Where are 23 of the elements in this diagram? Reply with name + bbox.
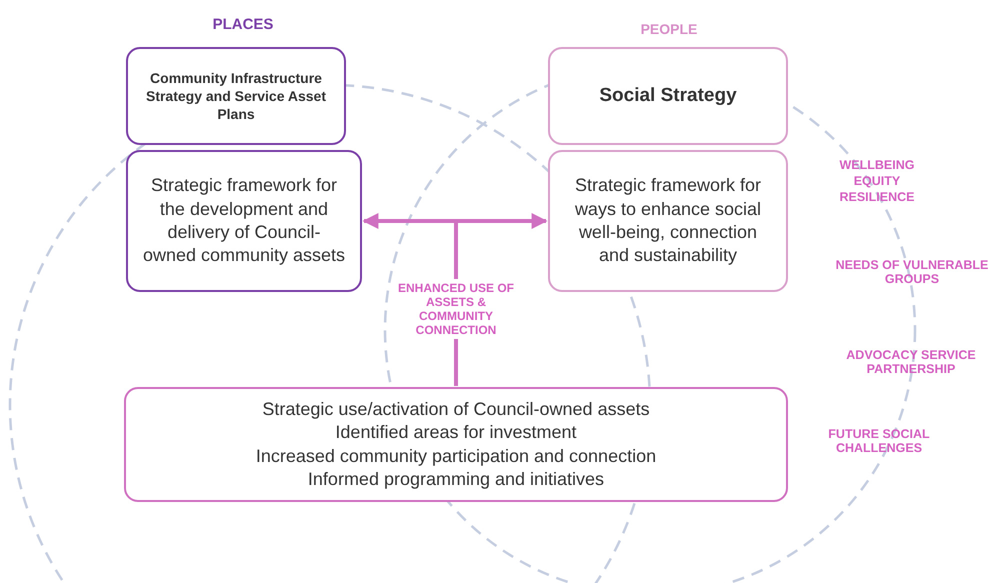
text-box [548,150,788,292]
theme-label: EQUITY [852,174,902,188]
box-heading: Social Strategy [599,84,737,108]
box-text: Strategic use/activation of Council-owned assets [262,398,650,421]
section-heading: PEOPLE [640,21,698,37]
box-text: Strategic framework for ways to enhance social well-being, connection and sustainability [574,174,762,268]
arrow [362,213,548,229]
text-box [126,150,362,292]
box-text: Informed programming and initiatives [308,468,604,491]
theme-label: WELLBEING [838,158,916,172]
box-text: Identified areas for investment [335,421,577,444]
theme-label: RESILIENCE [838,190,916,204]
theme-label: ADVOCACY SERVICE PARTNERSHIP [846,348,976,376]
box-text: Increased community participation and connection [256,444,656,468]
box-heading: Community Infrastructure Strategy and Service Asset Plans [144,68,327,124]
theme-label: FUTURE SOCIAL CHALLENGES [827,427,931,455]
text-box [124,387,788,502]
box-text: Strategic framework for the development and delivery of Council-owned community assets [142,174,346,268]
text-box [548,47,788,145]
section-heading: PLACES [212,16,274,33]
theme-label: NEEDS OF VULNERABLE GROUPS [834,258,990,286]
text-box [126,47,346,145]
edge-label: ENHANCED USE OF ASSETS & COMMUNITY CONNECTION [396,279,516,339]
